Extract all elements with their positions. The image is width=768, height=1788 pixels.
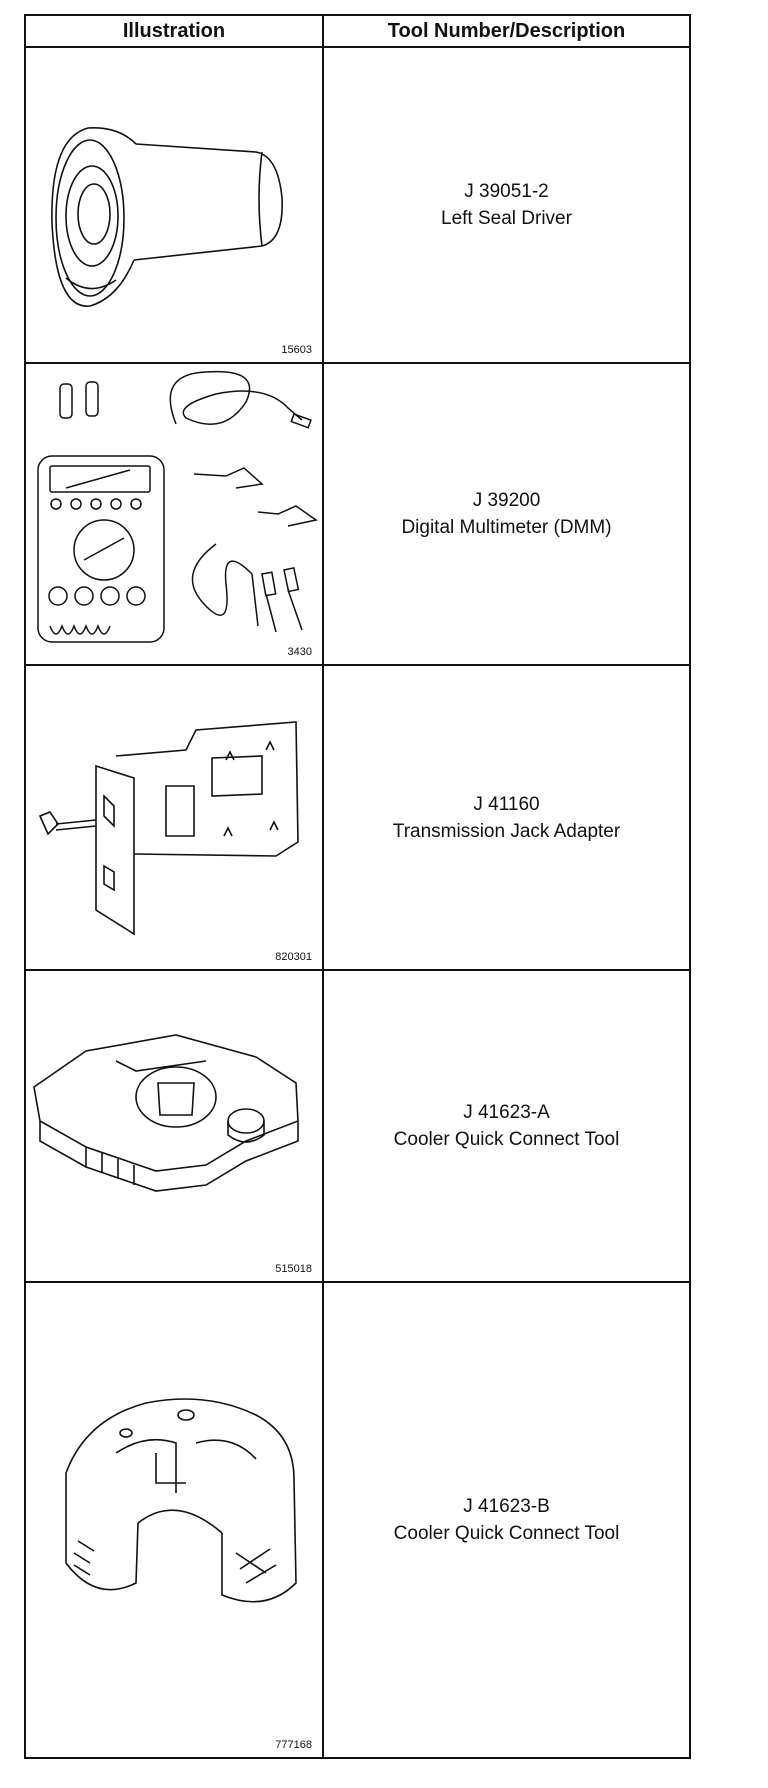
figure-number: 15603 [281, 344, 312, 356]
table-row: 515018 J 41623-A Cooler Quick Connect To… [26, 971, 689, 1283]
table-row: 15603 J 39051-2 Left Seal Driver [26, 48, 689, 364]
tool-description-cell: J 41160 Transmission Jack Adapter [324, 666, 689, 969]
illustration-cell: 515018 [26, 971, 322, 1281]
table-row: 3430 J 39200 Digital Multimeter (DMM) [26, 364, 689, 666]
tool-description-cell: J 39051-2 Left Seal Driver [324, 48, 689, 362]
tool-description: Digital Multimeter (DMM) [401, 517, 612, 538]
tool-description-cell: J 41623-B Cooler Quick Connect Tool [324, 1283, 689, 1757]
table-row: 777168 J 41623-B Cooler Quick Connect To… [26, 1283, 689, 1757]
quick-connect-tool-b-icon [65, 1398, 297, 1603]
quick-connect-tool-a-icon [33, 1034, 299, 1192]
tool-description: Cooler Quick Connect Tool [393, 1523, 620, 1544]
illustration-cell: 820301 [26, 666, 322, 969]
tool-number: J 41623-B [463, 1496, 550, 1517]
header-tool-description: Tool Number/Description [387, 20, 626, 42]
multimeter-icon [37, 370, 318, 643]
tool-number: J 39200 [472, 490, 541, 511]
tool-description-cell: J 39200 Digital Multimeter (DMM) [324, 364, 689, 664]
seal-driver-icon [51, 127, 283, 307]
jack-adapter-icon [38, 721, 299, 936]
tool-number: J 39051-2 [464, 181, 549, 202]
illustration-cell: 777168 [26, 1283, 322, 1757]
column-divider [322, 16, 324, 1757]
figure-number: 820301 [275, 951, 312, 963]
figure-number: 777168 [275, 1739, 312, 1751]
tool-description: Left Seal Driver [441, 208, 572, 229]
table-row: 820301 J 41160 Transmission Jack Adapter [26, 666, 689, 971]
header-illustration: Illustration [122, 20, 226, 42]
illustration-cell: 3430 [26, 364, 322, 664]
tool-description-cell: J 41623-A Cooler Quick Connect Tool [324, 971, 689, 1281]
figure-number: 3430 [287, 646, 312, 658]
tool-number: J 41160 [473, 793, 540, 815]
tool-description: Cooler Quick Connect Tool [393, 1129, 620, 1150]
table-header: Illustration Tool Number/Description [26, 16, 689, 48]
tool-number: J 41623-A [463, 1102, 550, 1123]
tool-description: Transmission Jack Adapter [392, 820, 621, 842]
tool-table: Illustration Tool Number/Description 156… [24, 14, 691, 1759]
figure-number: 515018 [275, 1263, 312, 1275]
illustration-cell: 15603 [26, 48, 322, 362]
